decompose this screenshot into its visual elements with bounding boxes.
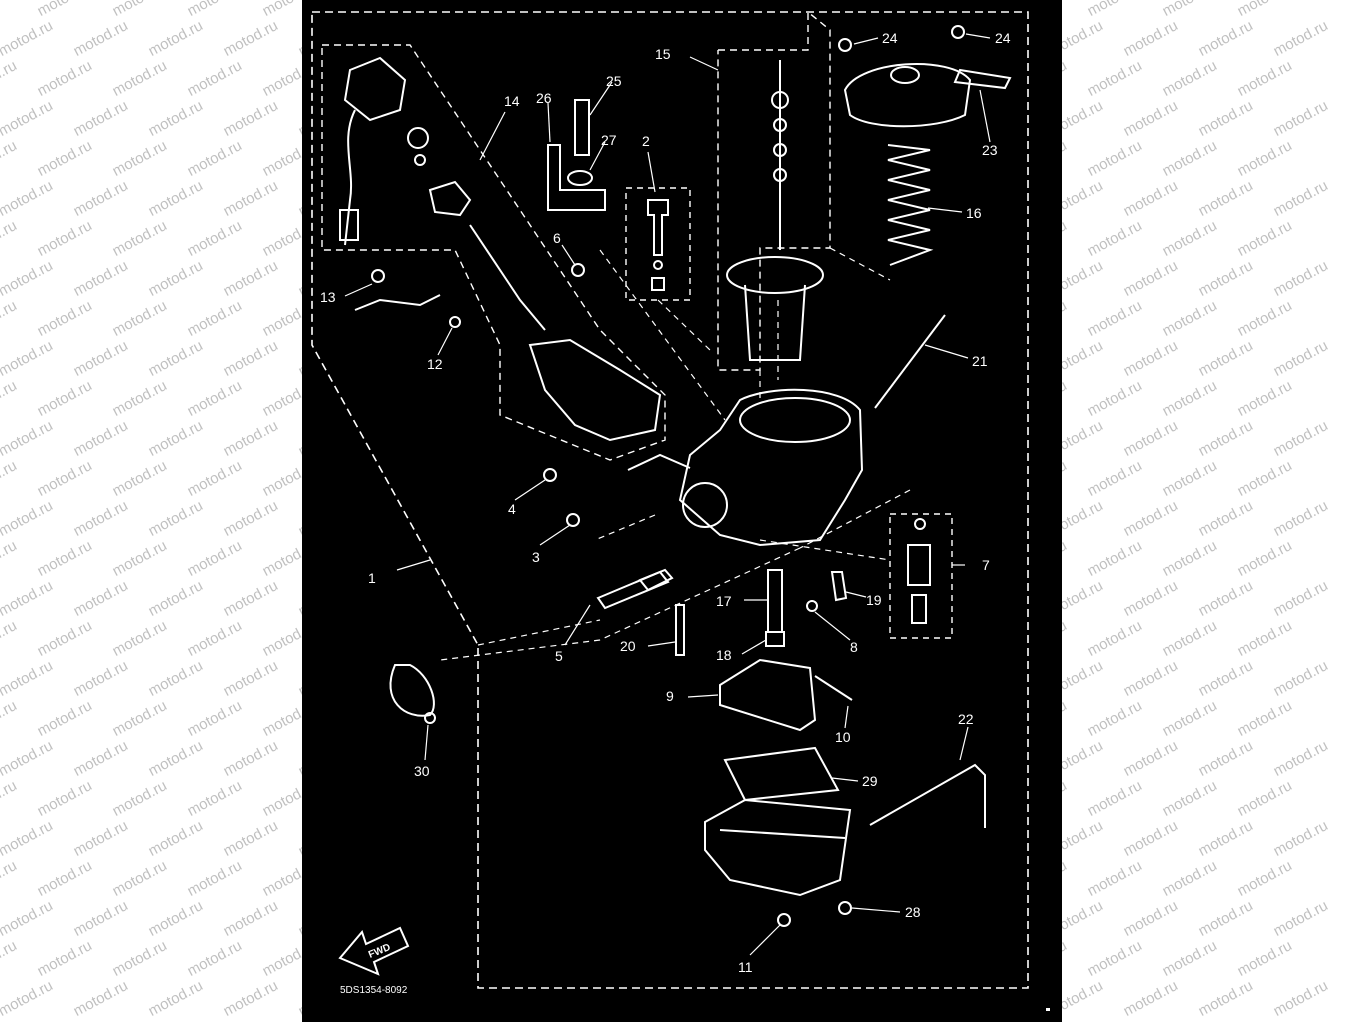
sensor-plate-part <box>428 180 472 217</box>
clamp-part <box>389 664 435 717</box>
main-jet-18-part <box>765 631 785 647</box>
callout-24a: 24 <box>882 30 898 46</box>
screw-4-part <box>543 468 557 482</box>
callout-24b: 24 <box>995 30 1011 46</box>
callout-12: 12 <box>427 356 443 372</box>
group-box-7 <box>889 513 953 639</box>
carb-bracket-part <box>528 338 662 442</box>
sensor-wire-part <box>344 109 356 246</box>
rod-21-part <box>874 314 946 409</box>
float-pin-part <box>814 675 853 701</box>
pilot-screw-part <box>647 199 669 256</box>
callout-26: 26 <box>536 90 552 106</box>
connector-part <box>339 209 359 241</box>
callout-22: 22 <box>958 711 974 727</box>
callout-29: 29 <box>862 773 878 789</box>
callout-8: 8 <box>850 639 858 655</box>
callout-9: 9 <box>666 688 674 704</box>
screw-head-part <box>414 154 426 166</box>
group-box-14 <box>321 44 666 461</box>
bracket-part <box>547 144 606 211</box>
choke-lever-part <box>354 294 441 311</box>
callout-6: 6 <box>553 230 561 246</box>
callout-3: 3 <box>532 549 540 565</box>
screw-24a-part <box>838 38 852 52</box>
callout-20: 20 <box>620 638 636 654</box>
callout-30: 30 <box>414 763 430 779</box>
callout-2: 2 <box>642 133 650 149</box>
pilot-jet-20-part <box>675 604 685 656</box>
pilot-washer-part <box>651 277 665 291</box>
diaphragm-part <box>726 256 824 294</box>
callout-28: 28 <box>905 904 921 920</box>
parts-artwork <box>339 25 1012 927</box>
callout-18: 18 <box>716 647 732 663</box>
callout-5: 5 <box>555 648 563 664</box>
screw-3-part <box>566 513 580 527</box>
callout-1: 1 <box>368 570 376 586</box>
callout-4: 4 <box>508 501 516 517</box>
screw-11-part <box>777 913 791 927</box>
gasket-part <box>723 746 840 802</box>
callout-15: 15 <box>655 46 671 62</box>
carb-inlet-part <box>682 482 728 528</box>
callout-27: 27 <box>601 132 617 148</box>
corner-mark <box>1046 1008 1050 1011</box>
choke-cable-part <box>469 224 546 331</box>
drain-hose-part <box>869 763 986 828</box>
callout-numbers: 1 2 3 4 5 6 7 8 9 10 11 12 13 14 15 16 1… <box>320 30 1011 975</box>
screw-8-part <box>806 600 818 612</box>
callout-21: 21 <box>972 353 988 369</box>
carb-body-part <box>678 388 864 547</box>
float-bowl-part <box>704 798 852 897</box>
callout-19: 19 <box>866 592 882 608</box>
callout-16: 16 <box>966 205 982 221</box>
callout-10: 10 <box>835 729 851 745</box>
screw-19-part <box>830 571 848 602</box>
throttle-link-part <box>627 453 691 471</box>
screw-24b-part <box>951 25 965 39</box>
cable-holder-23-part <box>953 68 1012 90</box>
callout-leaders <box>344 33 991 956</box>
outer-frame <box>311 11 1029 989</box>
screw-6-part <box>571 263 585 277</box>
callout-25: 25 <box>606 73 622 89</box>
carb-top-opening <box>739 397 851 443</box>
plunger-part <box>574 99 590 156</box>
screw-13-part <box>371 269 385 283</box>
washer-part <box>567 170 593 186</box>
callout-11: 11 <box>738 959 753 975</box>
top-cover-part <box>843 63 972 128</box>
float-part <box>719 658 817 732</box>
screw-12-part <box>449 316 461 328</box>
callout-17: 17 <box>716 593 732 609</box>
diagram-panel <box>302 0 1062 1022</box>
pilot-spring-part <box>653 260 663 270</box>
o-ring-part <box>407 127 429 149</box>
spring-16-part <box>887 144 934 266</box>
screw-28-part <box>838 901 852 915</box>
callout-7: 7 <box>982 557 990 573</box>
fwd-arrow-icon <box>338 926 410 976</box>
throttle-sensor-part <box>343 56 407 122</box>
callout-23: 23 <box>982 142 998 158</box>
piston-part <box>744 284 806 361</box>
callout-14: 14 <box>504 93 520 109</box>
main-jet-7-part <box>907 544 931 586</box>
part-code: 5DS1354-8092 <box>340 985 408 996</box>
needle-clip-part <box>771 91 789 109</box>
guide-lines <box>439 247 911 661</box>
callout-13: 13 <box>320 289 336 305</box>
